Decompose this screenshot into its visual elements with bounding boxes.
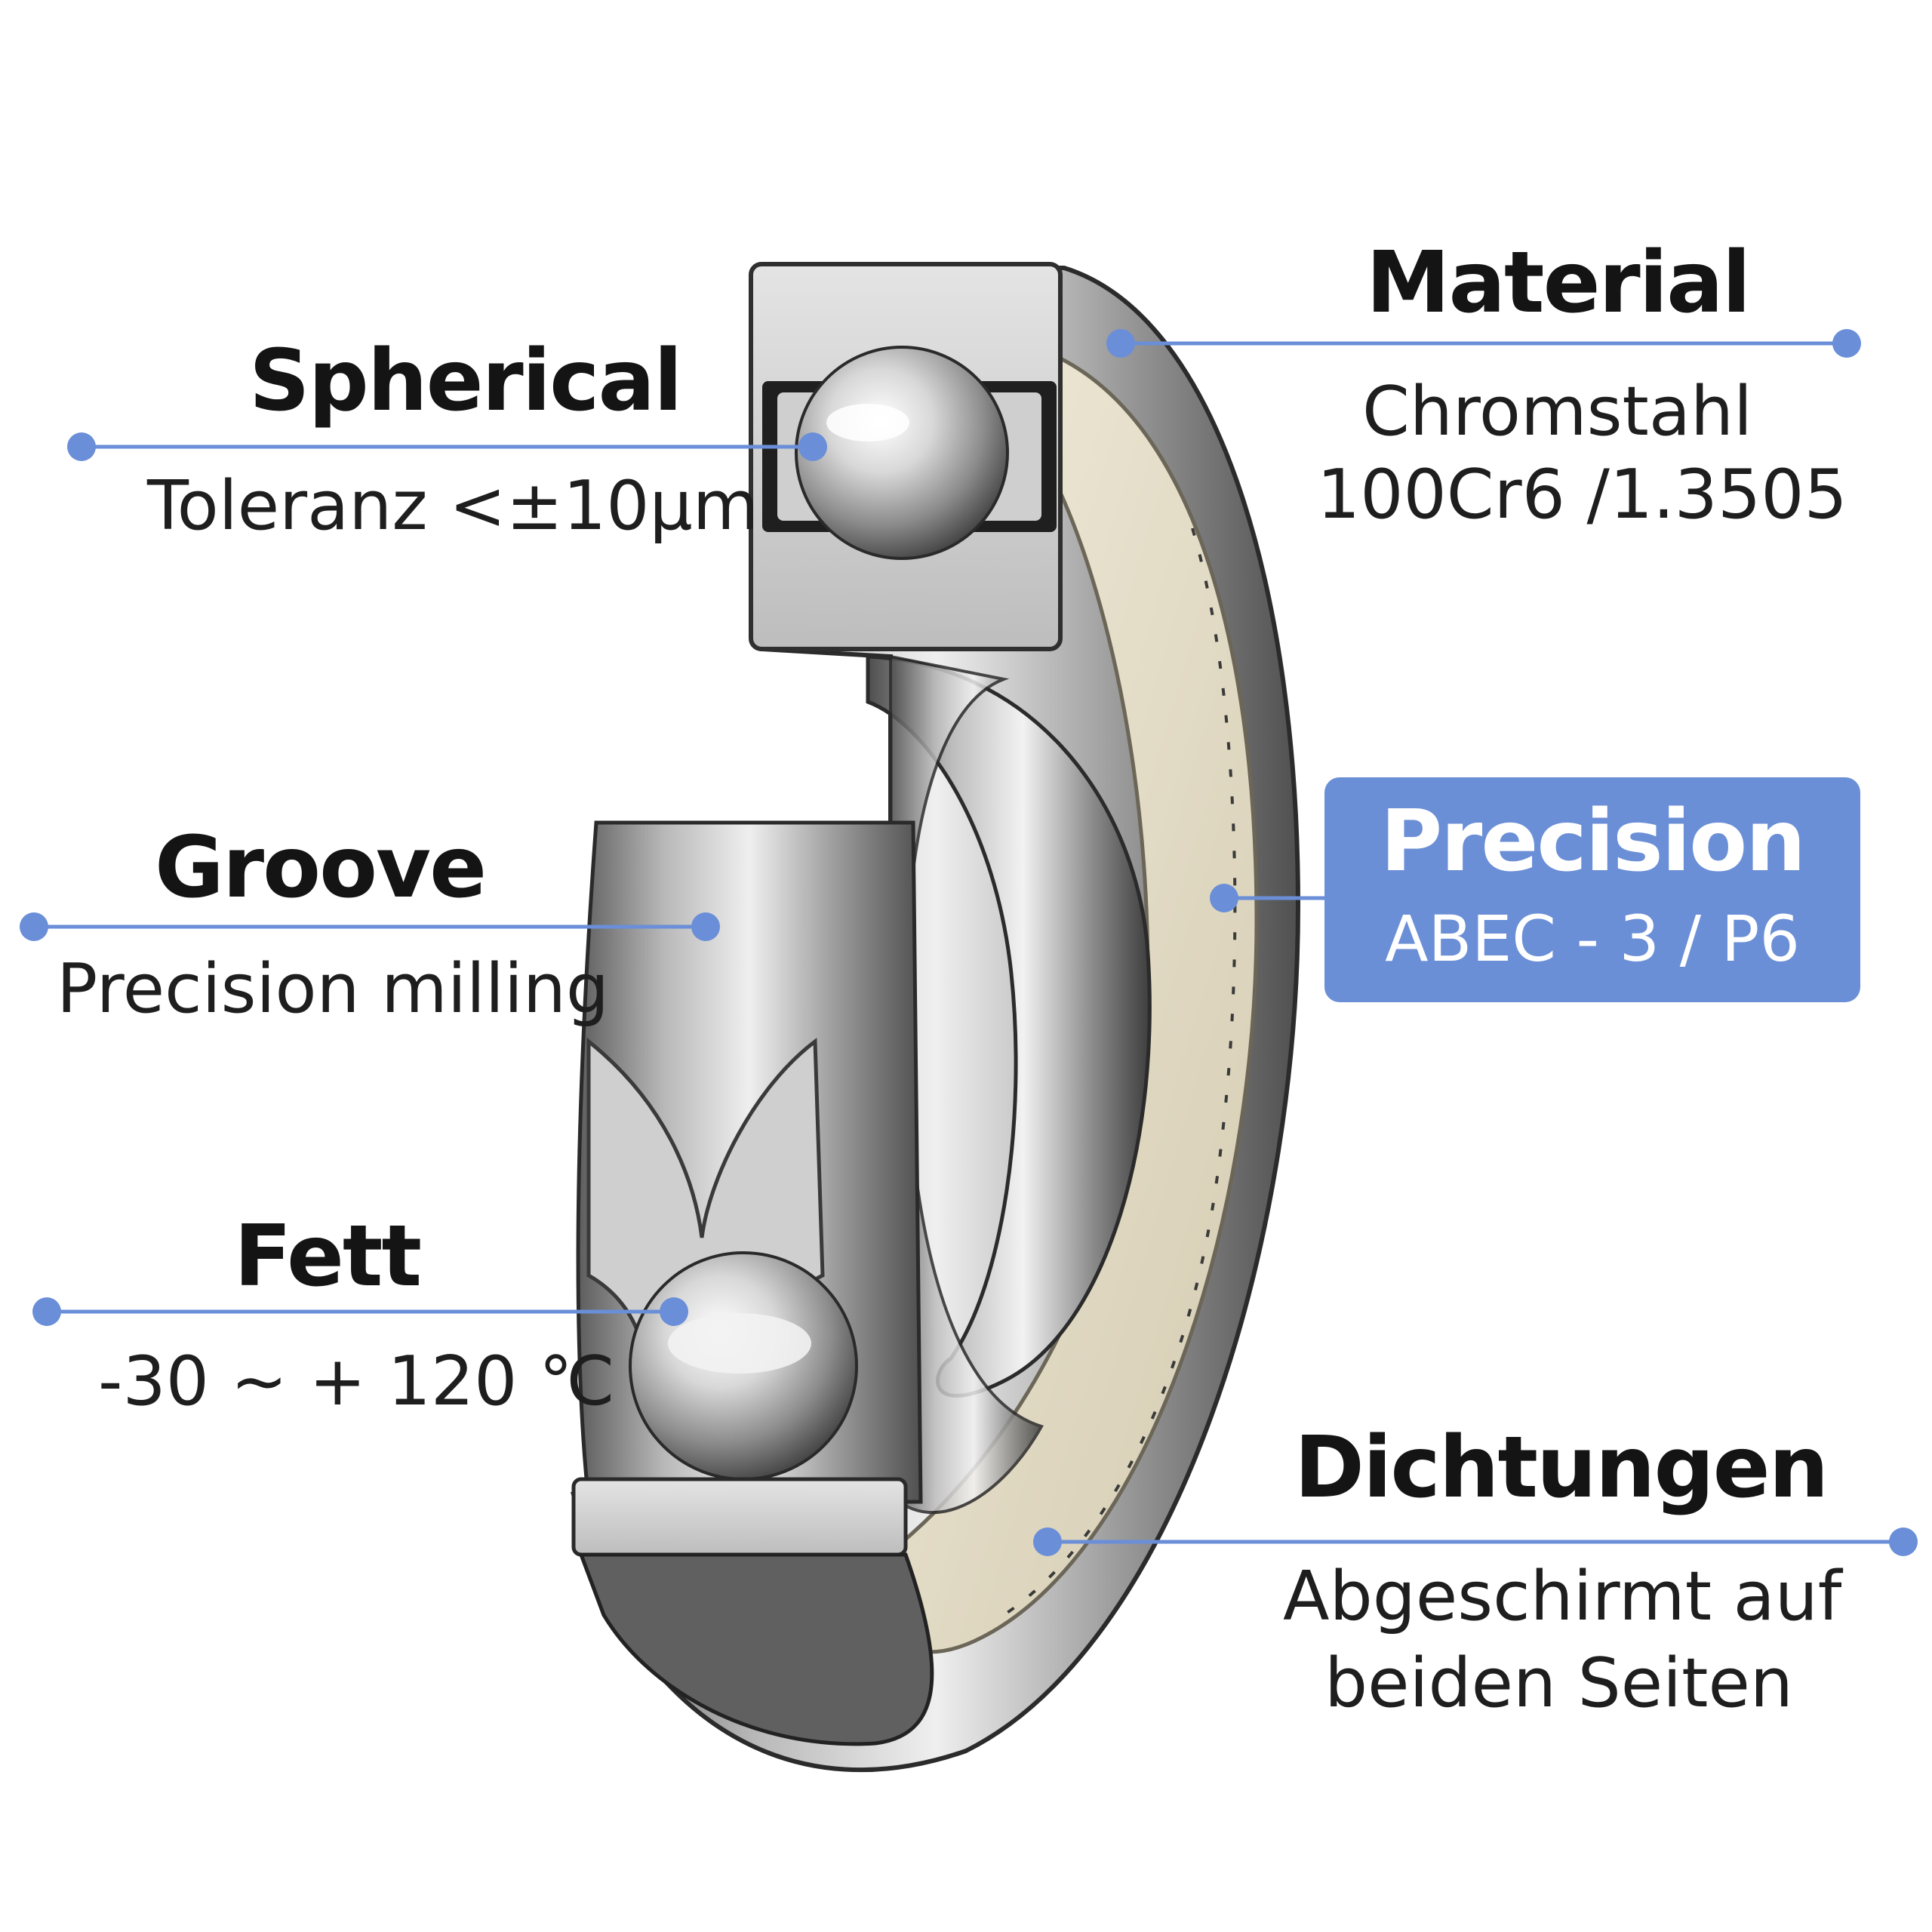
material-line1: Chromstahl <box>1362 372 1753 451</box>
material-title: Material <box>1366 234 1751 332</box>
precision-title: Precision <box>1380 792 1806 891</box>
outer-ring-base <box>578 1552 934 1746</box>
material-leader-dot <box>1106 329 1135 358</box>
bottom-cut-block <box>571 1477 908 1557</box>
precision-highlight-box: Precision ABEC - 3 / P6 <box>1324 777 1860 1002</box>
spherical-leader-dot <box>798 432 827 461</box>
dichtungen-line1: Abgeschirmt auf <box>1283 1557 1842 1636</box>
groove-subtitle: Precision milling <box>57 949 610 1029</box>
precision-subtitle: ABEC - 3 / P6 <box>1385 902 1800 976</box>
fett-leader-dot <box>32 1297 61 1326</box>
spherical-title: Spherical <box>249 332 683 430</box>
dichtungen-leader-dot <box>1033 1527 1062 1556</box>
groove-title: Groove <box>155 819 487 917</box>
inner-ring-face <box>889 654 1044 1515</box>
spherical-leader-dot <box>67 432 96 461</box>
fett-subtitle: -30 ~ + 120 ℃ <box>98 1342 616 1421</box>
spherical-subtitle: Toleranz <±10μm <box>147 466 759 546</box>
dichtungen-line2: beiden Seiten <box>1324 1644 1793 1723</box>
bottom-ball-highlight <box>668 1313 811 1374</box>
groove-leader-dot <box>20 912 48 941</box>
shield-groove <box>1002 528 1237 1617</box>
top-ball <box>795 346 1009 560</box>
material-leader-dot <box>1832 329 1861 358</box>
dichtungen-title: Dichtungen <box>1294 1419 1829 1517</box>
top-ball-highlight <box>826 404 909 441</box>
fett-title: Fett <box>234 1208 422 1306</box>
groove-leader-dot <box>691 912 720 941</box>
precision-leader-dot <box>1210 884 1238 912</box>
material-line2: 100Cr6 /1.3505 <box>1317 455 1847 534</box>
fett-leader-dot <box>660 1297 688 1326</box>
dichtungen-leader-dot <box>1889 1527 1918 1556</box>
